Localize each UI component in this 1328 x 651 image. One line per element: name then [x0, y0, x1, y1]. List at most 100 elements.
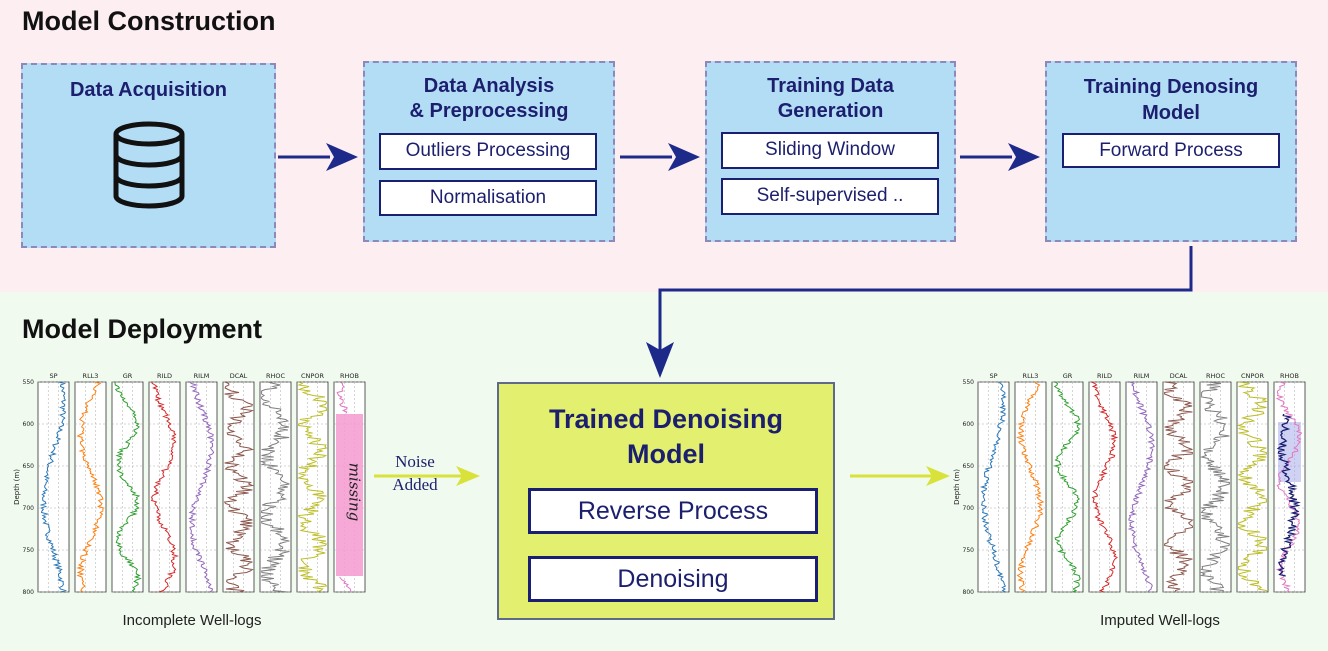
- track-rll3: RLL3: [74, 372, 107, 593]
- track-label: RILD: [157, 372, 172, 380]
- log-curve: [336, 381, 348, 414]
- training-model-stage: Training Denosing Model Forward Process: [1045, 61, 1297, 242]
- incomplete-well-logs-caption: Incomplete Well-logs: [122, 612, 262, 629]
- track-dcal: DCAL: [222, 372, 255, 593]
- track-label: RHOB: [1280, 372, 1299, 380]
- track-label: SP: [49, 372, 57, 380]
- depth-axis-label: Depth (m): [13, 469, 21, 505]
- depth-tick-label: 800: [963, 589, 975, 596]
- track-label: CNPOR: [1241, 372, 1264, 380]
- incomplete-well-logs-plot: Depth (m) 550 600 650 700 750 800 SP RLL3 GR RILD R…: [13, 372, 366, 596]
- track-label: RILM: [1134, 372, 1150, 380]
- track-label: DCAL: [1170, 372, 1188, 380]
- track-label: RLL3: [1023, 372, 1039, 380]
- arrow-analysis-to-generation: [620, 143, 700, 171]
- missing-label: missing: [346, 463, 364, 521]
- depth-tick-label: 700: [963, 505, 975, 512]
- training-model-title-line1: Training Denosing: [1083, 76, 1259, 98]
- depth-tick-label: 550: [963, 379, 975, 386]
- track-label: RILD: [1097, 372, 1112, 380]
- data-analysis-stage: Data Analysis & Preprocessing Outliers P…: [363, 61, 615, 242]
- log-curve: [150, 381, 179, 593]
- normalisation-step: Normalisation: [379, 180, 597, 216]
- log-curve: [339, 576, 352, 593]
- trained-model-title-line2: Model: [627, 439, 705, 469]
- track-label: RHOB: [340, 372, 359, 380]
- track-sp: SP: [37, 372, 70, 593]
- trained-model-title-line1: Trained Denoising: [548, 404, 784, 434]
- data-analysis-title-line2: & Preprocessing: [409, 100, 569, 122]
- outliers-processing-step: Outliers Processing: [379, 133, 597, 170]
- track-frame: [296, 381, 329, 593]
- track-label: RLL3: [83, 372, 99, 380]
- arrow-to-imputed: [850, 466, 950, 486]
- noise-added-label: Noise Added: [380, 450, 450, 496]
- track-rhob: RHOB: [1273, 372, 1306, 593]
- track-rilm: RILM: [1125, 372, 1158, 593]
- track-rhoc: RHOC: [259, 372, 292, 593]
- arrow-acquisition-to-analysis: [278, 143, 358, 171]
- depth-tick-label: 600: [963, 421, 975, 428]
- log-curve: [39, 381, 68, 593]
- depth-tick-label: 750: [963, 547, 975, 554]
- track-label: RHOC: [266, 372, 286, 380]
- track-label: DCAL: [230, 372, 248, 380]
- log-curve: [188, 381, 215, 593]
- forward-process-step: Forward Process: [1062, 133, 1280, 168]
- track-label: GR: [123, 372, 133, 380]
- data-acquisition-stage: Data Acquisition: [21, 63, 276, 248]
- reverse-process-step: Reverse Process: [528, 488, 818, 534]
- imputed-curve: [1276, 413, 1301, 577]
- track-rll3: RLL3: [1014, 372, 1047, 593]
- track-label: SP: [989, 372, 997, 380]
- track-frame: [1051, 381, 1084, 593]
- log-curve: [1199, 381, 1231, 593]
- construction-title: Model Construction: [22, 6, 276, 36]
- depth-tick-label: 650: [23, 463, 35, 470]
- track-frame: [74, 381, 107, 593]
- track-frame: [1236, 381, 1269, 593]
- depth-tick-label: 700: [23, 505, 35, 512]
- track-frame: [1199, 381, 1232, 593]
- track-label: CNPOR: [301, 372, 324, 380]
- data-acquisition-title: Data Acquisition: [69, 79, 228, 101]
- training-model-title-line2: Model: [1142, 102, 1200, 124]
- track-frame: [222, 381, 255, 593]
- track-cnpor: CNPOR: [1236, 372, 1269, 593]
- track-dcal: DCAL: [1162, 372, 1195, 593]
- track-label: RHOC: [1206, 372, 1226, 380]
- arrow-training-to-deployment: [646, 246, 1193, 378]
- log-curve: [1236, 381, 1269, 592]
- depth-axis-label: Depth (m): [953, 469, 961, 505]
- training-data-generation-stage: Training Data Generation Sliding Window …: [705, 61, 956, 242]
- log-curve: [296, 381, 328, 593]
- log-curve: [1053, 381, 1082, 593]
- arrow-noise-added: [374, 466, 480, 486]
- log-curve: [1164, 381, 1194, 593]
- depth-tick-label: 600: [23, 421, 35, 428]
- track-rild: RILD: [1088, 372, 1121, 593]
- depth-tick-label: 750: [23, 547, 35, 554]
- track-label: RILM: [194, 372, 210, 380]
- track-label: GR: [1063, 372, 1073, 380]
- training-data-title-line2: Generation: [777, 100, 884, 122]
- log-curve: [76, 381, 104, 593]
- log-curve: [259, 381, 290, 593]
- uncertainty-band: [1278, 422, 1301, 482]
- training-data-title-line1: Training Data: [767, 75, 894, 97]
- track-gr: GR: [1051, 372, 1084, 593]
- data-analysis-title-line1: Data Analysis: [423, 75, 555, 97]
- depth-tick-label: 550: [23, 379, 35, 386]
- log-curve: [1091, 381, 1119, 593]
- noise-label-line1: Noise: [395, 452, 435, 471]
- track-rilm: RILM: [185, 372, 218, 593]
- imputed-well-logs-caption: Imputed Well-logs: [1100, 612, 1220, 629]
- depth-tick-label: 800: [23, 589, 35, 596]
- track-frame: [1088, 381, 1121, 593]
- missing-region: [336, 414, 363, 576]
- log-curve: [1015, 381, 1045, 593]
- trained-denoising-model: Trained Denoising Model Reverse Process …: [497, 382, 835, 620]
- track-sp: SP: [977, 372, 1010, 593]
